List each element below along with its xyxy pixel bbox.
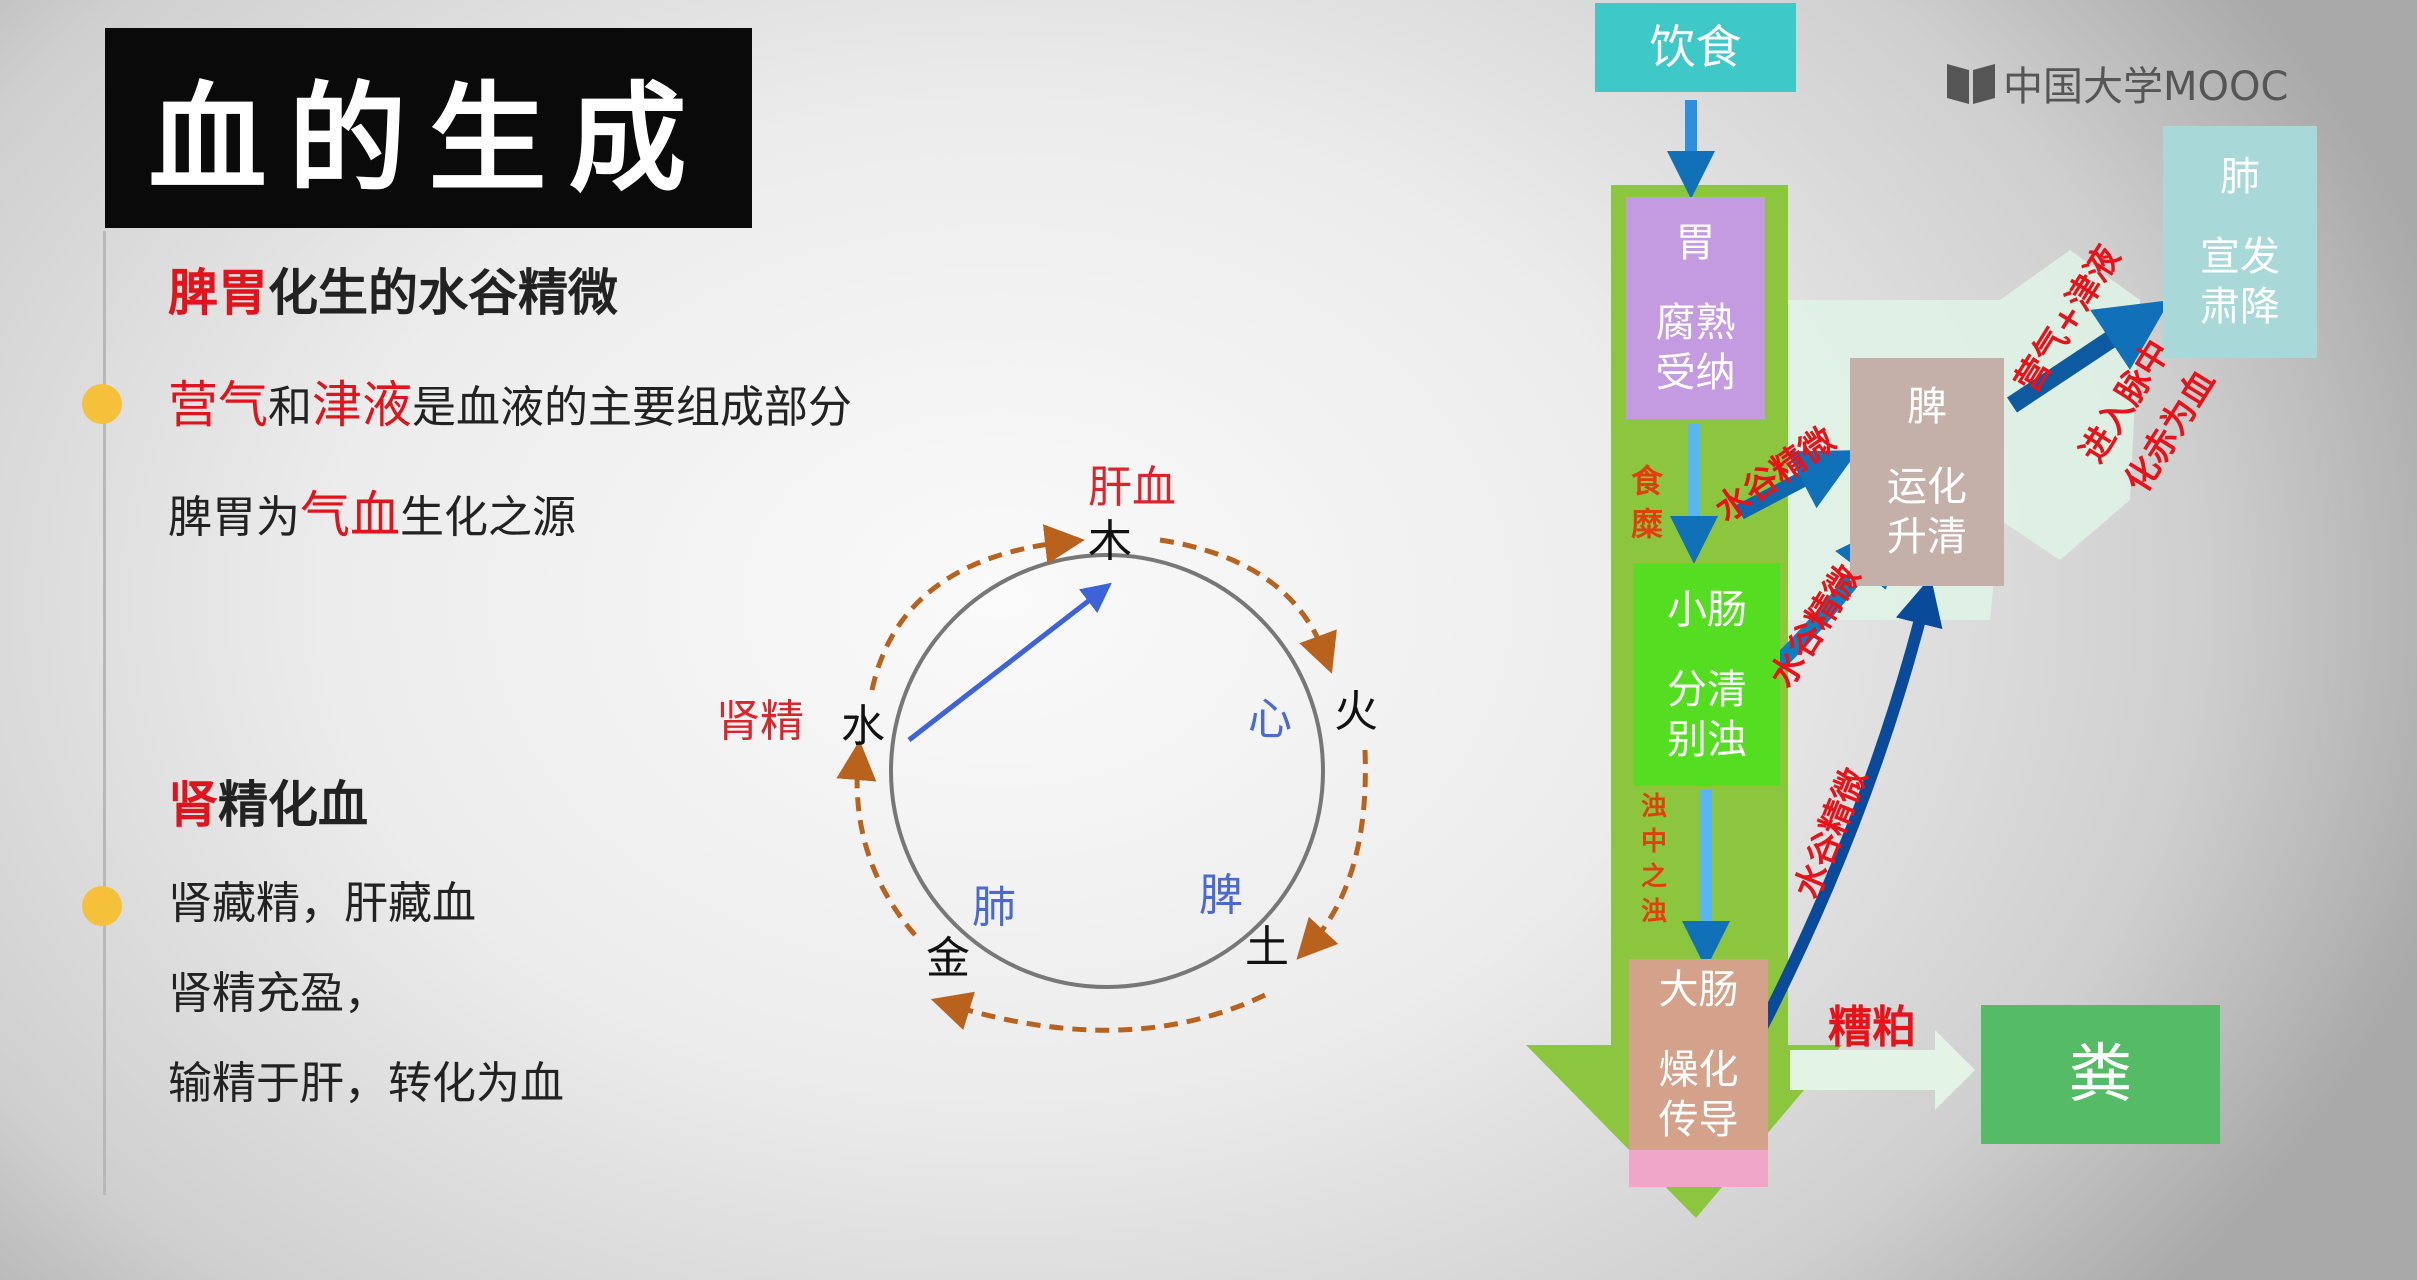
label-dregs: 糟粕 xyxy=(1828,1002,1916,1053)
box-title: 肺 xyxy=(2220,154,2260,200)
text: 生化之源 xyxy=(400,492,576,543)
food-box: 饮食 xyxy=(1595,3,1796,92)
cycle-circle xyxy=(889,553,1325,989)
dregs-arrow xyxy=(1790,1030,1975,1110)
label-metal: 金 xyxy=(926,933,970,984)
box-line: 传导 xyxy=(1658,1096,1739,1143)
line-text: 输精于肝，转化为血 xyxy=(168,1058,564,1109)
arrow-fire-earth xyxy=(1296,749,1368,960)
box-line: 升清 xyxy=(1887,514,1967,560)
label-chyme: 食糜 xyxy=(1630,462,1663,544)
heading-rest: 精化血 xyxy=(218,775,368,834)
box-line: 宣发 xyxy=(2200,234,2280,280)
heading-red: 脾胃 xyxy=(168,263,268,322)
line-source: 脾胃为气血生化之源 xyxy=(168,490,576,540)
arrow-earth-metal xyxy=(930,991,1267,1033)
label-spleen: 脾 xyxy=(1199,870,1243,921)
label-water: 水 xyxy=(841,701,885,752)
arrow-metal-water xyxy=(836,740,917,937)
lung-box: 肺宣发肃降 xyxy=(2163,126,2317,358)
large-intestine-box: 大肠燥化传导 xyxy=(1629,959,1768,1150)
line-components: 营气和津液是血液的主要组成部分 xyxy=(168,380,852,430)
box-line: 肃降 xyxy=(2200,284,2280,330)
label-kidney-essence: 肾精 xyxy=(716,696,804,747)
text: 和 xyxy=(268,382,312,433)
mooc-book-icon xyxy=(1947,64,1995,104)
label-lung: 肺 xyxy=(972,882,1016,933)
bullet-dot xyxy=(82,384,122,424)
text: 是血液的主要组成部分 xyxy=(412,382,852,433)
text: 脾胃为 xyxy=(168,492,300,543)
text-red: 营气 xyxy=(168,376,268,434)
arrow-spleen-lung xyxy=(2007,300,2170,413)
arrow-chyme-spleen xyxy=(1736,450,1859,520)
box-title: 胃 xyxy=(1675,220,1716,266)
pink-tab xyxy=(1629,1150,1768,1187)
label-liver-blood: 肝血 xyxy=(1088,462,1176,513)
logo-text: 中国大学MOOC xyxy=(2003,64,2289,110)
heading-spleen-stomach: 脾胃化生的水谷精微 xyxy=(168,268,618,318)
box-line: 分清 xyxy=(1667,666,1747,713)
label-fire: 火 xyxy=(1334,686,1378,737)
arrow-water-wood xyxy=(869,524,1085,691)
box-title: 大肠 xyxy=(1658,966,1739,1013)
feces-label: 粪 xyxy=(2068,1037,2133,1112)
line-text: 肾精充盈， xyxy=(168,968,388,1019)
arrow-li-spleen xyxy=(1747,576,1943,1048)
label-earth: 土 xyxy=(1245,922,1289,973)
box-line: 燥化 xyxy=(1658,1046,1739,1093)
label-heart: 心 xyxy=(1248,694,1292,745)
page-title: 血的生成 xyxy=(105,28,752,228)
box-line: 受纳 xyxy=(1655,350,1736,396)
heading-rest: 化生的水谷精微 xyxy=(268,263,618,322)
heading-kidney: 肾精化血 xyxy=(168,780,368,830)
label-turbid: 浊中之浊 xyxy=(1640,792,1667,928)
small-intestine-box: 小肠分清别浊 xyxy=(1634,563,1780,786)
food-label: 饮食 xyxy=(1649,19,1742,74)
feces-box: 粪 xyxy=(1981,1005,2220,1144)
text-red: 津液 xyxy=(312,376,412,434)
box-title: 小肠 xyxy=(1667,586,1747,633)
divider-line xyxy=(103,231,106,1195)
arrow-wood-fire xyxy=(1159,537,1337,674)
mooc-logo: 中国大学MOOC xyxy=(1945,54,2288,112)
arrow-water-to-wood xyxy=(907,582,1112,742)
box-line: 腐熟 xyxy=(1655,300,1736,346)
bullet-dot xyxy=(82,886,122,926)
stomach-box: 胃腐熟受纳 xyxy=(1626,197,1765,419)
box-line: 别浊 xyxy=(1667,716,1747,763)
heading-red: 肾 xyxy=(168,775,218,834)
spleen-box: 脾运化升清 xyxy=(1850,358,2004,586)
box-title: 脾 xyxy=(1907,384,1947,430)
line-text: 肾藏精，肝藏血 xyxy=(168,878,476,929)
label-wood: 木 xyxy=(1088,516,1132,567)
box-line: 运化 xyxy=(1887,464,1967,510)
text-red: 气血 xyxy=(300,486,400,544)
